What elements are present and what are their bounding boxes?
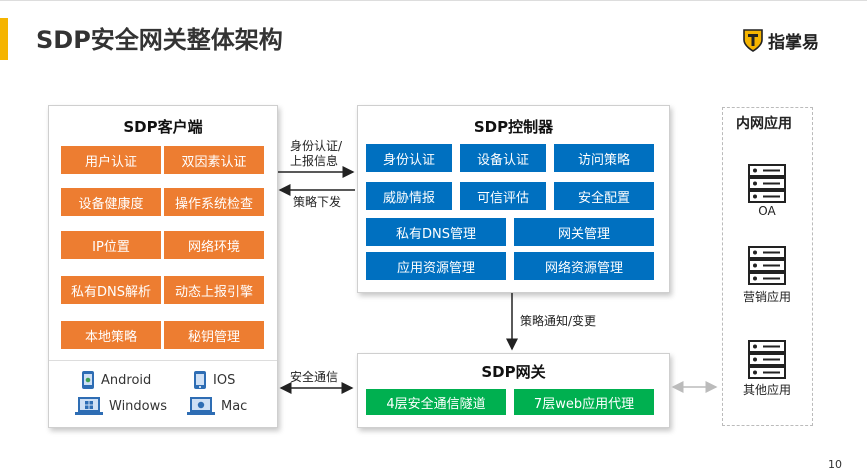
client-feature-os-check: 操作系统检查 bbox=[164, 188, 264, 216]
controller-network-resource-mgmt: 网络资源管理 bbox=[514, 252, 654, 280]
platform-android: Android bbox=[81, 370, 151, 390]
sdp-gateway-panel: SDP网关 4层安全通信隧道 7层web应用代理 bbox=[357, 353, 670, 428]
iphone-icon bbox=[194, 371, 206, 389]
label-secure-comm: 安全通信 bbox=[290, 370, 339, 384]
mac-laptop-icon bbox=[187, 397, 215, 415]
server-icon-other bbox=[748, 340, 786, 379]
windows-laptop-icon bbox=[75, 397, 103, 415]
client-feature-private-dns: 私有DNS解析 bbox=[61, 276, 161, 304]
gateway-l7-web-proxy: 7层web应用代理 bbox=[514, 389, 654, 415]
client-feature-local-policy: 本地策略 bbox=[61, 321, 161, 349]
controller-private-dns-mgmt: 私有DNS管理 bbox=[366, 218, 506, 246]
platform-windows-label: Windows bbox=[109, 398, 168, 414]
client-feature-dynamic-report: 动态上报引擎 bbox=[164, 276, 264, 304]
app-marketing-label: 营销应用 bbox=[742, 290, 791, 304]
label-auth-report-2: 上报信息 bbox=[290, 154, 339, 168]
label-policy-notify: 策略通知/变更 bbox=[520, 314, 597, 328]
gateway-l4-tunnel: 4层安全通信隧道 bbox=[366, 389, 506, 415]
sdp-controller-title: SDP控制器 bbox=[473, 118, 554, 136]
brand: 指掌易 bbox=[742, 26, 819, 54]
brand-name: 指掌易 bbox=[768, 32, 819, 53]
sdp-controller-panel: SDP控制器 身份认证 设备认证 访问策略 威胁情报 可信评估 安全配置 私有D… bbox=[357, 105, 670, 293]
controller-threat-intel: 威胁情报 bbox=[366, 182, 452, 210]
sdp-client-panel: SDP客户端 用户认证 双因素认证 设备健康度 操作系统检查 IP位置 网络环境… bbox=[48, 105, 278, 428]
controller-device-auth: 设备认证 bbox=[460, 144, 546, 172]
platform-ios-label: IOS bbox=[213, 372, 236, 388]
page-number: 10 bbox=[828, 458, 842, 471]
client-feature-user-auth: 用户认证 bbox=[61, 146, 161, 174]
client-divider bbox=[49, 360, 277, 361]
client-feature-device-health: 设备健康度 bbox=[61, 188, 161, 216]
controller-trust-eval: 可信评估 bbox=[460, 182, 546, 210]
platform-windows: Windows bbox=[75, 396, 167, 416]
controller-gateway-mgmt: 网关管理 bbox=[514, 218, 654, 246]
controller-app-resource-mgmt: 应用资源管理 bbox=[366, 252, 506, 280]
client-feature-ip-location: IP位置 bbox=[61, 231, 161, 259]
platform-mac-label: Mac bbox=[221, 398, 248, 414]
app-other-label: 其他应用 bbox=[742, 383, 791, 397]
server-icon-oa bbox=[748, 164, 786, 203]
internal-apps-title: 内网应用 bbox=[736, 116, 792, 132]
controller-identity-auth: 身份认证 bbox=[366, 144, 452, 172]
controller-security-config: 安全配置 bbox=[554, 182, 654, 210]
client-feature-network-env: 网络环境 bbox=[164, 231, 264, 259]
platform-ios: IOS bbox=[193, 370, 235, 390]
client-feature-2fa: 双因素认证 bbox=[164, 146, 264, 174]
page-title: SDP安全网关整体架构 bbox=[36, 26, 283, 54]
controller-access-policy: 访问策略 bbox=[554, 144, 654, 172]
internal-apps-panel bbox=[722, 107, 813, 426]
platform-mac: Mac bbox=[187, 396, 247, 416]
client-feature-key-mgmt: 秘钥管理 bbox=[164, 321, 264, 349]
platform-android-label: Android bbox=[101, 372, 152, 388]
title-accent-bar bbox=[0, 18, 8, 60]
label-policy-down: 策略下发 bbox=[293, 195, 342, 209]
shield-logo-icon bbox=[743, 29, 763, 52]
sdp-client-title: SDP客户端 bbox=[123, 118, 203, 136]
android-phone-icon bbox=[82, 371, 94, 389]
app-oa-label: OA bbox=[758, 204, 776, 218]
top-rule bbox=[0, 0, 867, 1]
label-auth-report-1: 身份认证/ bbox=[290, 139, 343, 153]
sdp-gateway-title: SDP网关 bbox=[481, 363, 546, 381]
server-icon-marketing bbox=[748, 246, 786, 285]
